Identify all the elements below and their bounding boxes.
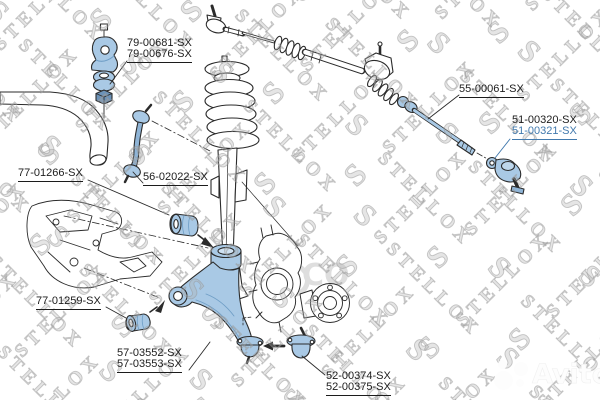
ball-joint-separate-drawing bbox=[286, 326, 316, 359]
part-label-tie-rod-end-1: 51-00320-SX bbox=[512, 114, 577, 126]
avito-circle-icon bbox=[514, 362, 528, 376]
avito-logo-text: Avito bbox=[532, 359, 600, 391]
avito-circle-icon bbox=[494, 371, 513, 390]
subframe-drawing bbox=[26, 199, 163, 289]
inner-tie-rod-drawing bbox=[396, 95, 476, 156]
part-label-control-arm-1: 57-03552-SX bbox=[117, 347, 182, 359]
steering-rack-drawing bbox=[205, 4, 400, 106]
control-arm-drawing bbox=[168, 243, 254, 355]
stabilizer-bushing-drawing bbox=[90, 36, 119, 105]
leader-lines bbox=[87, 60, 511, 376]
wheel-hub-drawing bbox=[299, 283, 350, 323]
part-label-front-bushing: 77-01259-SX bbox=[36, 296, 101, 310]
part-label-stabilizer-bushing-1: 79-00681-SX bbox=[127, 37, 192, 49]
control-arm-rear-bushing-drawing bbox=[169, 213, 199, 237]
control-arm-front-bushing-drawing bbox=[125, 313, 151, 332]
part-label-tie-rod-end-2: 51-00321-SX bbox=[512, 126, 577, 140]
part-label-ball-joint-2: 52-00375-SX bbox=[326, 382, 391, 396]
part-label-ball-joint-1: 52-00374-SX bbox=[326, 370, 391, 382]
steering-knuckle-drawing bbox=[248, 224, 303, 333]
part-label-stabilizer-bushing-2: 79-00676-SX bbox=[127, 49, 192, 63]
avito-circle-icon bbox=[516, 379, 524, 387]
strut-assembly-drawing bbox=[204, 55, 260, 301]
stabilizer-link-drawing bbox=[123, 103, 153, 184]
part-label-inner-tie-rod: 55-00061-SX bbox=[459, 84, 524, 98]
tie-rod-end-drawing bbox=[485, 156, 525, 195]
part-label-rear-bushing: 77-01266-SX bbox=[18, 168, 83, 182]
part-label-stabilizer-link: 56-02022-SX bbox=[143, 172, 208, 186]
part-label-control-arm-2: 57-03553-SX bbox=[117, 359, 182, 373]
ball-joint-mounted-drawing bbox=[236, 335, 264, 365]
avito-circle-icon bbox=[498, 360, 507, 369]
avito-logo: Avito bbox=[488, 358, 600, 398]
stabilizer-bar-drawing bbox=[0, 23, 109, 166]
